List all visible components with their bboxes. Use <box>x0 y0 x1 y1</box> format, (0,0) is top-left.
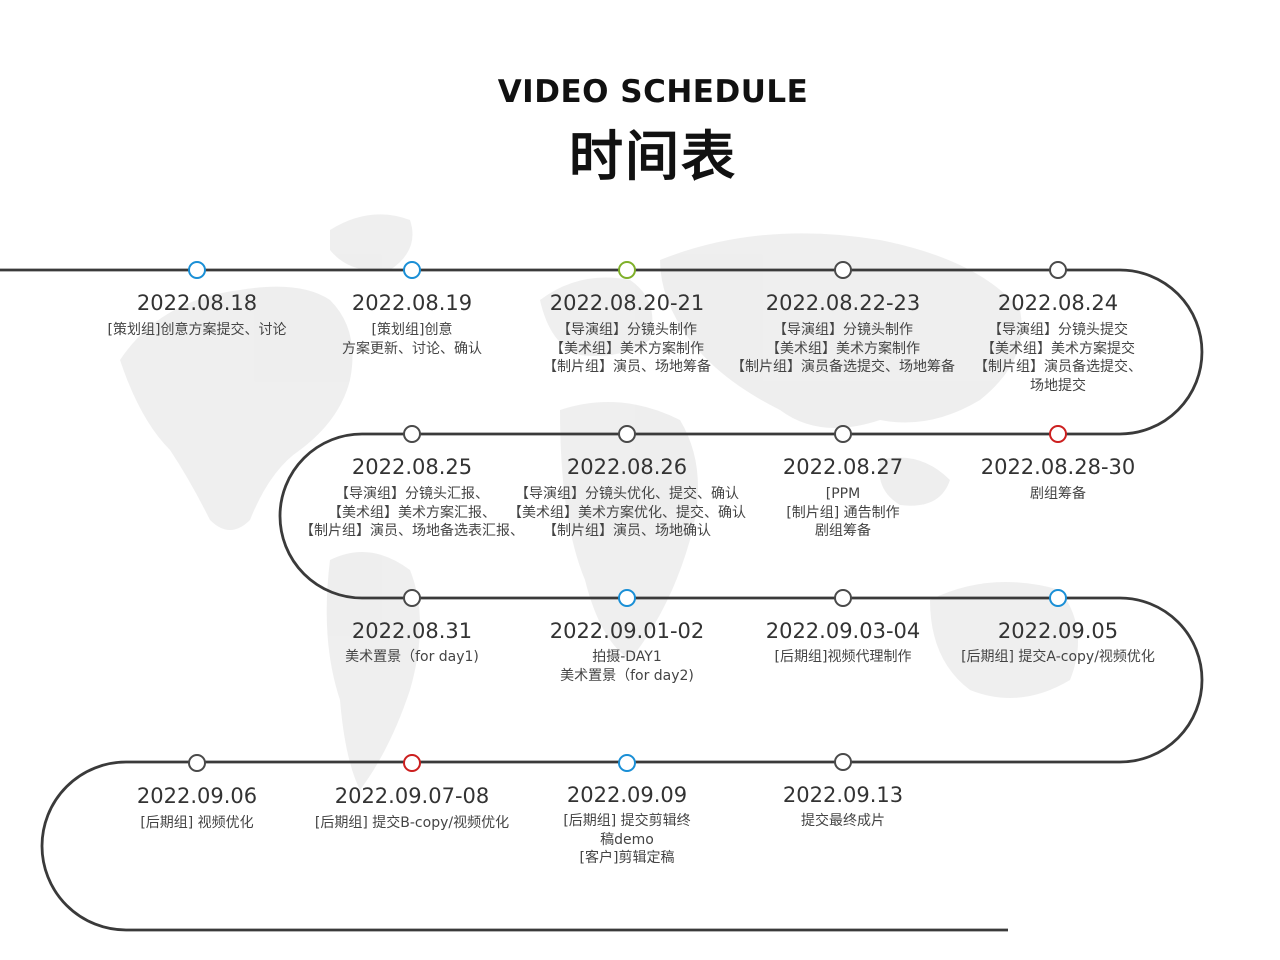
milestone-node <box>833 424 852 443</box>
milestone-description-line: 【导演组】分镜头优化、提交、确认 <box>515 486 739 502</box>
milestone-description-line: 【制片组】演员、场地筹备 <box>543 359 711 375</box>
milestone-description: 提交最终成片 <box>703 812 983 831</box>
milestone-date: 2022.09.07-08 <box>334 784 490 808</box>
milestone-node <box>402 588 421 607</box>
milestone-description-line: [后期组] 提交A-copy/视频优化 <box>961 649 1155 665</box>
milestone-description-line: 剧组筹备 <box>815 523 871 539</box>
milestone-description-line: 方案更新、讨论、确认 <box>342 340 482 357</box>
milestone-node <box>617 424 636 443</box>
milestone-description: [PPM [制片组] 通告制作剧组筹备 <box>703 485 983 541</box>
milestone-date: 2022.08.24 <box>997 291 1119 315</box>
milestone-description-line: [策划组]创意方案提交、讨论 <box>107 322 287 338</box>
milestone-date: 2022.08.26 <box>566 455 688 479</box>
milestone-description-line: 【制片组】演员备选提交、场地筹备 <box>731 359 955 375</box>
milestone-description-line: [后期组] 提交剪辑终 <box>563 813 691 829</box>
milestone-date: 2022.08.27 <box>782 455 904 479</box>
milestone-description-line: 美术置景（for day2) <box>560 667 694 684</box>
milestone-description: [后期组] 提交剪辑终稿demo [客户]剪辑定稿 <box>487 812 767 868</box>
milestone-date: 2022.08.28-30 <box>980 455 1136 479</box>
milestone-date: 2022.08.22-23 <box>765 291 921 315</box>
milestone-description: 【导演组】分镜头优化、提交、确认【美术组】美术方案优化、提交、确认【制片组】演员… <box>487 485 767 541</box>
milestone-date: 2022.09.01-02 <box>549 619 705 643</box>
milestone-date: 2022.09.03-04 <box>765 619 921 643</box>
milestone-description: 美术置景（for day1) <box>272 648 552 667</box>
milestone-description-line: 剧组筹备 <box>1030 486 1086 502</box>
milestone-description-line: 【导演组】分镜头制作 <box>773 322 913 338</box>
milestone-node <box>402 753 421 772</box>
milestone-description-line: [后期组] 提交B-copy/视频优化 <box>314 815 510 831</box>
milestone-description-line: 场地提交 <box>1030 377 1086 394</box>
milestone-node <box>833 752 852 771</box>
milestone-description-line: [制片组] 通告制作 <box>786 504 900 521</box>
milestone-description-line: 提交最终成片 <box>801 813 885 829</box>
milestone-description: 拍摄-DAY1 美术置景（for day2) <box>487 648 767 685</box>
milestone-description-line: [后期组] 视频优化 <box>140 815 254 831</box>
milestone-description: [策划组]创意方案提交、讨论 <box>57 321 337 340</box>
milestone-node <box>402 260 421 279</box>
milestone-description-line: [PPM <box>825 486 861 502</box>
milestone-description-line: 【美术组】美术方案制作 <box>766 340 920 357</box>
milestone-description: [后期组]视频代理制作 <box>703 648 983 667</box>
milestone-date: 2022.08.19 <box>351 291 473 315</box>
milestone-node <box>617 588 636 607</box>
title-cn: 时间表 <box>569 125 737 188</box>
milestone-node <box>1048 588 1067 607</box>
milestone-description-line: [客户]剪辑定稿 <box>579 850 675 866</box>
milestone-description-line: 美术置景（for day1) <box>345 649 479 665</box>
milestone-description-line: 【制片组】演员、场地确认 <box>543 523 711 539</box>
milestone-node <box>187 753 206 772</box>
milestone-date: 2022.08.18 <box>136 291 258 315</box>
milestone-description-line: 【美术组】美术方案提交 <box>981 340 1135 357</box>
milestone-description-line: [后期组]视频代理制作 <box>774 649 912 665</box>
milestone-date: 2022.08.20-21 <box>549 291 705 315</box>
milestone-date: 2022.08.25 <box>351 455 473 479</box>
milestone-description: 【导演组】分镜头制作【美术组】美术方案制作【制片组】演员备选提交、场地筹备 <box>703 321 983 377</box>
milestone-description-line: 【美术组】美术方案汇报、 <box>328 504 496 521</box>
milestone-date: 2022.09.05 <box>997 619 1119 643</box>
milestone-description: [后期组] 提交B-copy/视频优化 <box>272 814 552 833</box>
milestone-description-line: 【制片组】演员备选提交、 <box>974 359 1142 375</box>
milestone-description-line: 【导演组】分镜头制作 <box>557 322 697 338</box>
milestone-node <box>617 260 636 279</box>
milestone-description-line: 稿demo <box>600 831 654 848</box>
milestone-description: [后期组] 视频优化 <box>57 814 337 833</box>
milestone-description-line: [策划组]创意 <box>371 322 453 338</box>
milestone-node <box>617 753 636 772</box>
milestone-node <box>833 260 852 279</box>
milestone-date: 2022.09.06 <box>136 784 258 808</box>
milestone-description: 剧组筹备 <box>918 485 1198 504</box>
milestone-description-line: 【制片组】演员、场地备选表汇报、 <box>300 523 524 539</box>
milestone-description: [后期组] 提交A-copy/视频优化 <box>918 648 1198 667</box>
milestone-node <box>833 588 852 607</box>
milestone-node <box>1048 424 1067 443</box>
milestone-description-line: 拍摄-DAY1 <box>592 649 662 665</box>
milestone-node <box>402 424 421 443</box>
milestone-description-line: 【导演组】分镜头提交 <box>988 322 1128 338</box>
milestone-date: 2022.09.13 <box>782 783 904 807</box>
milestone-description: 【导演组】分镜头提交【美术组】美术方案提交【制片组】演员备选提交、场地提交 <box>918 321 1198 395</box>
milestone-description: [策划组]创意方案更新、讨论、确认 <box>272 321 552 358</box>
milestone-node <box>1048 260 1067 279</box>
milestone-date: 2022.09.09 <box>566 783 688 807</box>
milestone-node <box>187 260 206 279</box>
milestone-description: 【导演组】分镜头制作【美术组】美术方案制作【制片组】演员、场地筹备 <box>487 321 767 377</box>
milestone-description-line: 【美术组】美术方案优化、提交、确认 <box>508 504 746 521</box>
milestone-description-line: 【美术组】美术方案制作 <box>550 340 704 357</box>
milestone-description-line: 【导演组】分镜头汇报、 <box>335 486 489 502</box>
milestone-description: 【导演组】分镜头汇报、【美术组】美术方案汇报、【制片组】演员、场地备选表汇报、 <box>272 485 552 541</box>
milestone-date: 2022.08.31 <box>351 619 473 643</box>
title-en: VIDEO SCHEDULE <box>497 74 809 110</box>
